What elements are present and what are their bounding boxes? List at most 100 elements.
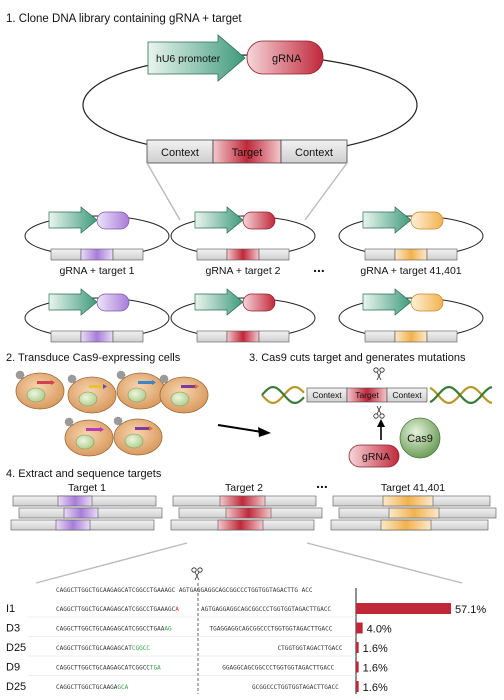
target-label: Target (232, 147, 263, 159)
read-target (225, 507, 272, 519)
context-left-box (364, 330, 396, 343)
seq-deleted: AG (164, 626, 172, 633)
grna-pill (96, 293, 130, 312)
seq-deleted: TGA (150, 665, 161, 672)
sequenced-reads (10, 495, 497, 531)
grna-pill (96, 211, 130, 230)
scissors-icon (373, 367, 385, 381)
zoom-line-left (146, 162, 181, 221)
read-1-2 (18, 507, 163, 519)
context-right-box (426, 330, 458, 343)
library-plasmid-2-2 (170, 288, 316, 343)
read-sequence-right: TGAGGAGGCAGCGGCCCTGGTGGTAGACTTGACC (210, 626, 333, 633)
library-label-1: gRNA + target 1 (59, 265, 134, 277)
context-left-box (364, 248, 396, 261)
seq-insert: A (175, 606, 179, 613)
virus-particle (113, 416, 123, 426)
step-2-title: 2. Transduce Cas9-expressing cells (6, 352, 181, 364)
read-target (63, 507, 99, 519)
library-label-2: gRNA + target 2 (205, 265, 280, 277)
read-1-1 (12, 495, 157, 507)
frequency-label: 4.0% (367, 624, 392, 636)
target-group-label-3: Target 41,401 (381, 482, 445, 494)
grna-pill (246, 40, 324, 75)
library-plasmid-2-1 (170, 206, 316, 261)
cell-2 (67, 374, 117, 414)
read-target (219, 495, 266, 507)
alignment-row: D9 CAGGCTTGGCTGCAAGAGCATCGGCCTGA GGAGGCAGC… (6, 661, 388, 676)
nucleus (75, 434, 95, 450)
promoter-arrow (194, 206, 244, 234)
frequency-label: 1.6% (363, 682, 388, 694)
reference-sequence: CAGGCTTGGCTGCAAGAGCATCGGCCTGAAAGC AGTGAG… (56, 587, 313, 594)
mutation-name: D9 (6, 662, 20, 674)
seq-deleted: GCA (117, 684, 128, 691)
read-target (57, 495, 93, 507)
frequency-label: 57.1% (455, 604, 486, 616)
construct-arrow (51, 380, 55, 385)
target-group-label-2: Target 2 (225, 482, 263, 494)
read-sequence: CAGGCTTGGCTGCAAGAGCATCGGCCTGA (56, 665, 161, 672)
read-1-3 (10, 519, 155, 531)
cas9-cut-panel: Context Target Context Cas9 gRNA (261, 367, 493, 468)
alignment-panel: CAGGCTTGGCTGCAAGAGCATCGGCCTGAAAGC AGTGAG… (6, 567, 486, 694)
cell-6 (113, 416, 163, 456)
grna-pill (242, 293, 276, 312)
frequency-bar (356, 603, 451, 614)
dna-helix-strand-b (261, 386, 493, 404)
context-right-label: Context (295, 147, 333, 159)
cell-4 (159, 374, 209, 414)
promoter-arrow (362, 288, 412, 316)
promoter-arrow (362, 206, 412, 234)
promoter-arrow (48, 206, 98, 234)
context-right-box (426, 248, 458, 261)
target-box (80, 330, 114, 343)
construct-arrow (149, 426, 153, 431)
context-left-box (50, 248, 82, 261)
construct-arrow (195, 384, 199, 389)
context-left-box (196, 330, 228, 343)
step-3-title: 3. Cas9 cuts target and generates mutati… (249, 352, 466, 364)
read-sequence-right: AGTGAGGAGGCAGCGGCCCTGGTGGTAGACTTGACC (201, 606, 331, 613)
zoom-line-right (304, 162, 348, 221)
frequency-bar (356, 622, 363, 634)
integrated-construct (181, 385, 195, 388)
cell-population (15, 370, 209, 457)
align-zoom-left (35, 542, 188, 584)
cut-context-right (386, 387, 428, 403)
nucleus (170, 391, 190, 407)
frequency-bar (356, 642, 359, 653)
library-ellipsis: ... (313, 259, 325, 275)
grna-pill (242, 211, 276, 230)
target-ellipsis: ... (316, 475, 328, 491)
read-sequence: CAGGCTTGGCTGCAAGAGCATCGGCC (56, 645, 150, 652)
virus-particle (116, 370, 126, 380)
mutation-name: I1 (6, 603, 15, 615)
step-4-title: 4. Extract and sequence targets (6, 468, 162, 480)
context-left-box (50, 330, 82, 343)
cas9-label: Cas9 (407, 433, 433, 445)
alignment-scissors-icon (191, 567, 203, 581)
grna-pill (410, 293, 444, 312)
cell-3 (116, 370, 166, 410)
promoter-arrow (194, 288, 244, 316)
context-right-box (258, 248, 290, 261)
library-plasmid-1-1 (24, 206, 170, 261)
integrated-construct (138, 381, 152, 384)
cas9-grna-pill (348, 444, 400, 468)
integrated-construct (86, 428, 100, 431)
read-target (382, 495, 434, 507)
read-sequence: CAGGCTTGGCTGCAAGAGCA (56, 684, 129, 691)
seq-left: CAGGCTTGGCTGCAAGAGCAT (56, 645, 132, 652)
read-2-1 (172, 495, 317, 507)
read-sequence-right: GGAGGCAGCGGCCCTGGTGGTAGACTTGACC (222, 665, 334, 672)
seq-left: CAGGCTTGGCTGCAAGAGCATCGGCC (56, 665, 150, 672)
virus-particle (159, 374, 169, 384)
cas9-protein (399, 417, 441, 459)
scissors-icon-lower (373, 405, 385, 419)
